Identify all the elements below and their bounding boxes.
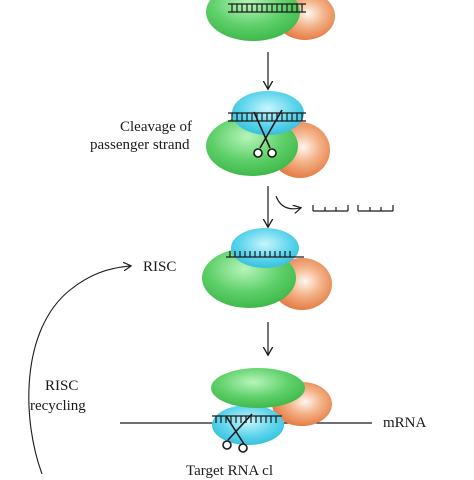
target-rna-label: Target RNA cl bbox=[186, 463, 273, 479]
complex-1 bbox=[206, 0, 335, 41]
cyan-subunit bbox=[231, 228, 299, 268]
release-arrow bbox=[275, 195, 300, 209]
duplex-rna-strand bbox=[228, 3, 306, 13]
mrna-label: mRNA bbox=[383, 415, 427, 431]
guide-rna-strand bbox=[226, 251, 304, 258]
cleavage-label-line1: Cleavage of bbox=[120, 119, 193, 135]
complex-3-risc bbox=[202, 228, 332, 310]
green-subunit bbox=[211, 368, 305, 408]
cyan-subunit bbox=[212, 405, 284, 445]
recycling-arrow bbox=[28, 266, 130, 474]
risc-label: RISC bbox=[143, 259, 177, 275]
complex-4 bbox=[211, 368, 332, 453]
recycling-label-line1: RISC bbox=[45, 378, 79, 394]
complex-2 bbox=[206, 91, 330, 178]
cleavage-label-line2: passenger strand bbox=[90, 137, 190, 153]
cleaved-passenger-fragments bbox=[312, 205, 394, 212]
scissors-icon bbox=[253, 109, 283, 158]
recycling-label-line2: recycling bbox=[30, 398, 86, 414]
guide-target-duplex bbox=[212, 415, 282, 423]
green-subunit bbox=[206, 0, 300, 41]
scissors-icon bbox=[222, 413, 253, 453]
